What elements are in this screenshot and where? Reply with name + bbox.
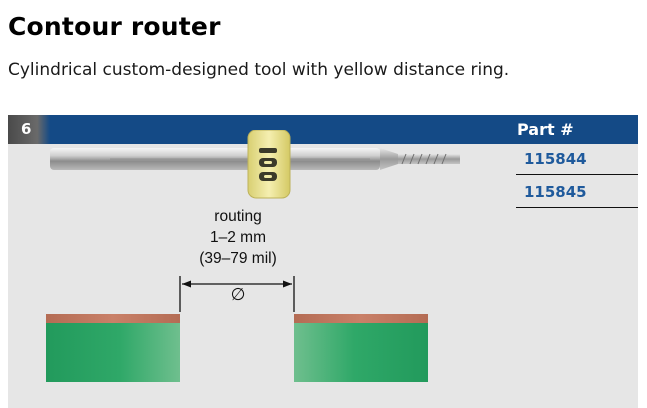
pcb-section-right bbox=[294, 314, 428, 382]
item-number: 6 bbox=[21, 120, 32, 138]
routing-label: routing bbox=[214, 208, 262, 225]
part-number: 115845 bbox=[524, 183, 587, 201]
part-number-column-header: Part # bbox=[517, 120, 574, 139]
diameter-symbol: ∅ bbox=[230, 285, 246, 304]
copper-layer bbox=[46, 314, 180, 323]
routing-diameter-mm: 1–2 mm bbox=[210, 229, 266, 246]
table-header: 6 Part # bbox=[8, 115, 638, 144]
tool-taper bbox=[380, 148, 398, 170]
part-row: 115844 bbox=[516, 144, 638, 175]
routing-diameter-mil: (39–79 mil) bbox=[199, 250, 277, 267]
dimension-arrow bbox=[179, 276, 295, 312]
board-layer bbox=[46, 323, 180, 382]
copper-layer bbox=[294, 314, 428, 323]
page-subtitle: Cylindrical custom-designed tool with ye… bbox=[8, 60, 510, 80]
board-layer bbox=[294, 323, 428, 382]
item-number-cell: 6 bbox=[8, 115, 50, 144]
part-row: 115845 bbox=[516, 177, 638, 208]
router-tool-image bbox=[50, 130, 460, 199]
tool-flute bbox=[398, 154, 460, 164]
page-title: Contour router bbox=[8, 12, 221, 41]
part-number: 115844 bbox=[524, 150, 587, 168]
pcb-section-left bbox=[46, 314, 180, 382]
